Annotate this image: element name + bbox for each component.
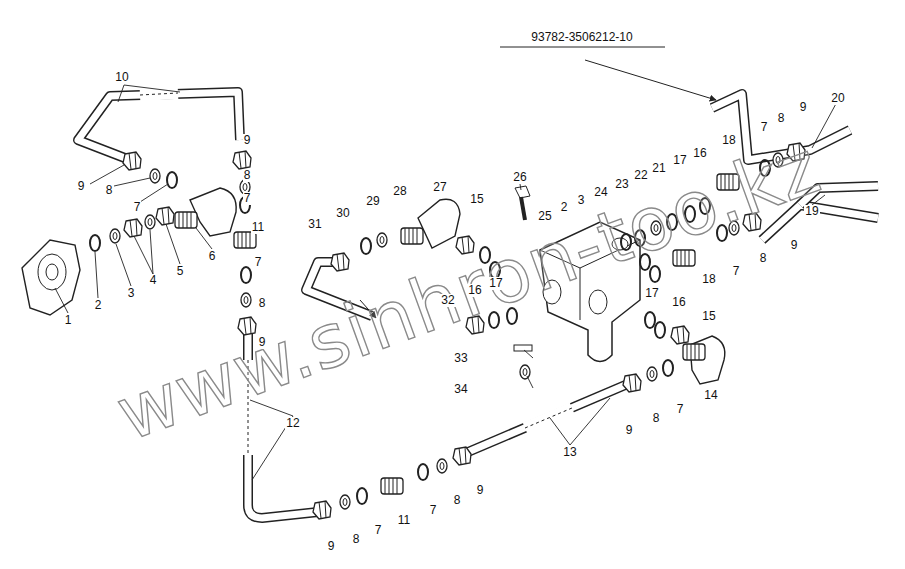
callout-number: 1 (64, 314, 73, 327)
callout-number: 2 (94, 299, 103, 312)
callout-number: 8 (652, 412, 661, 425)
callout-number: 11 (397, 514, 411, 527)
callout-number: 32 (440, 294, 455, 307)
callout-number: 13 (562, 446, 577, 459)
callout-number: 16 (671, 296, 686, 309)
callout-number: 7 (732, 265, 741, 278)
callout-number: 29 (365, 195, 380, 208)
callout-number: 8 (243, 169, 252, 182)
callout-number: 34 (453, 383, 468, 396)
callout-number: 6 (208, 250, 217, 263)
callout-number: 3 (577, 194, 586, 207)
callout-number: 22 (633, 169, 648, 182)
callout-number: 31 (307, 218, 322, 231)
drawing-number: 93782-3506212-10 (531, 30, 632, 44)
callout-number: 12 (285, 417, 300, 430)
callout-number: 20 (830, 92, 845, 105)
callout-number: 11 (251, 221, 265, 234)
callout-number: 7 (429, 504, 438, 517)
callout-number: 21 (651, 162, 666, 175)
callout-number: 14 (703, 389, 718, 402)
callout-number: 9 (77, 180, 86, 193)
callout-number: 2 (560, 201, 569, 214)
callout-number: 23 (614, 178, 629, 191)
callout-number: 10 (114, 71, 129, 84)
callout-number: 27 (432, 181, 447, 194)
callout-number: 7 (133, 201, 142, 214)
callout-number: 30 (335, 207, 350, 220)
callout-number: 7 (676, 403, 685, 416)
callout-number: 18 (701, 273, 716, 286)
callout-number: 9 (625, 424, 634, 437)
callout-number: 17 (672, 154, 687, 167)
callout-number: 8 (105, 184, 114, 197)
callout-number: 18 (721, 134, 736, 147)
callout-number: 7 (374, 524, 383, 537)
callout-number: 9 (243, 134, 252, 147)
callout-number: 19 (804, 205, 819, 218)
callout-number: 16 (692, 147, 707, 160)
callout-number: 8 (453, 494, 462, 507)
callout-number: 17 (644, 287, 659, 300)
callout-number: 16 (467, 284, 482, 297)
callout-number: 8 (352, 533, 361, 546)
callout-number: 7 (243, 192, 252, 205)
callout-number: 24 (593, 186, 608, 199)
callout-number: 15 (701, 310, 716, 323)
callout-number: 33 (453, 352, 468, 365)
callout-number: 9 (799, 101, 808, 114)
callout-number: 25 (537, 210, 552, 223)
callout-number: 8 (777, 112, 786, 125)
callout-number: 15 (469, 193, 484, 206)
callout-number: 9 (476, 484, 485, 497)
callout-number: 9 (790, 239, 799, 252)
callout-number: 28 (392, 185, 407, 198)
callout-number: 7 (760, 121, 769, 134)
callout-number: 5 (176, 265, 185, 278)
callout-number: 8 (258, 297, 267, 310)
callout-number: 26 (512, 171, 527, 184)
callout-number: 8 (759, 252, 768, 265)
callout-number: 4 (149, 274, 158, 287)
callout-number: 3 (127, 287, 136, 300)
callout-number: 9 (327, 540, 336, 553)
callout-number: 9 (258, 336, 267, 349)
callout-number: 17 (488, 277, 503, 290)
callout-number: 7 (254, 256, 263, 269)
